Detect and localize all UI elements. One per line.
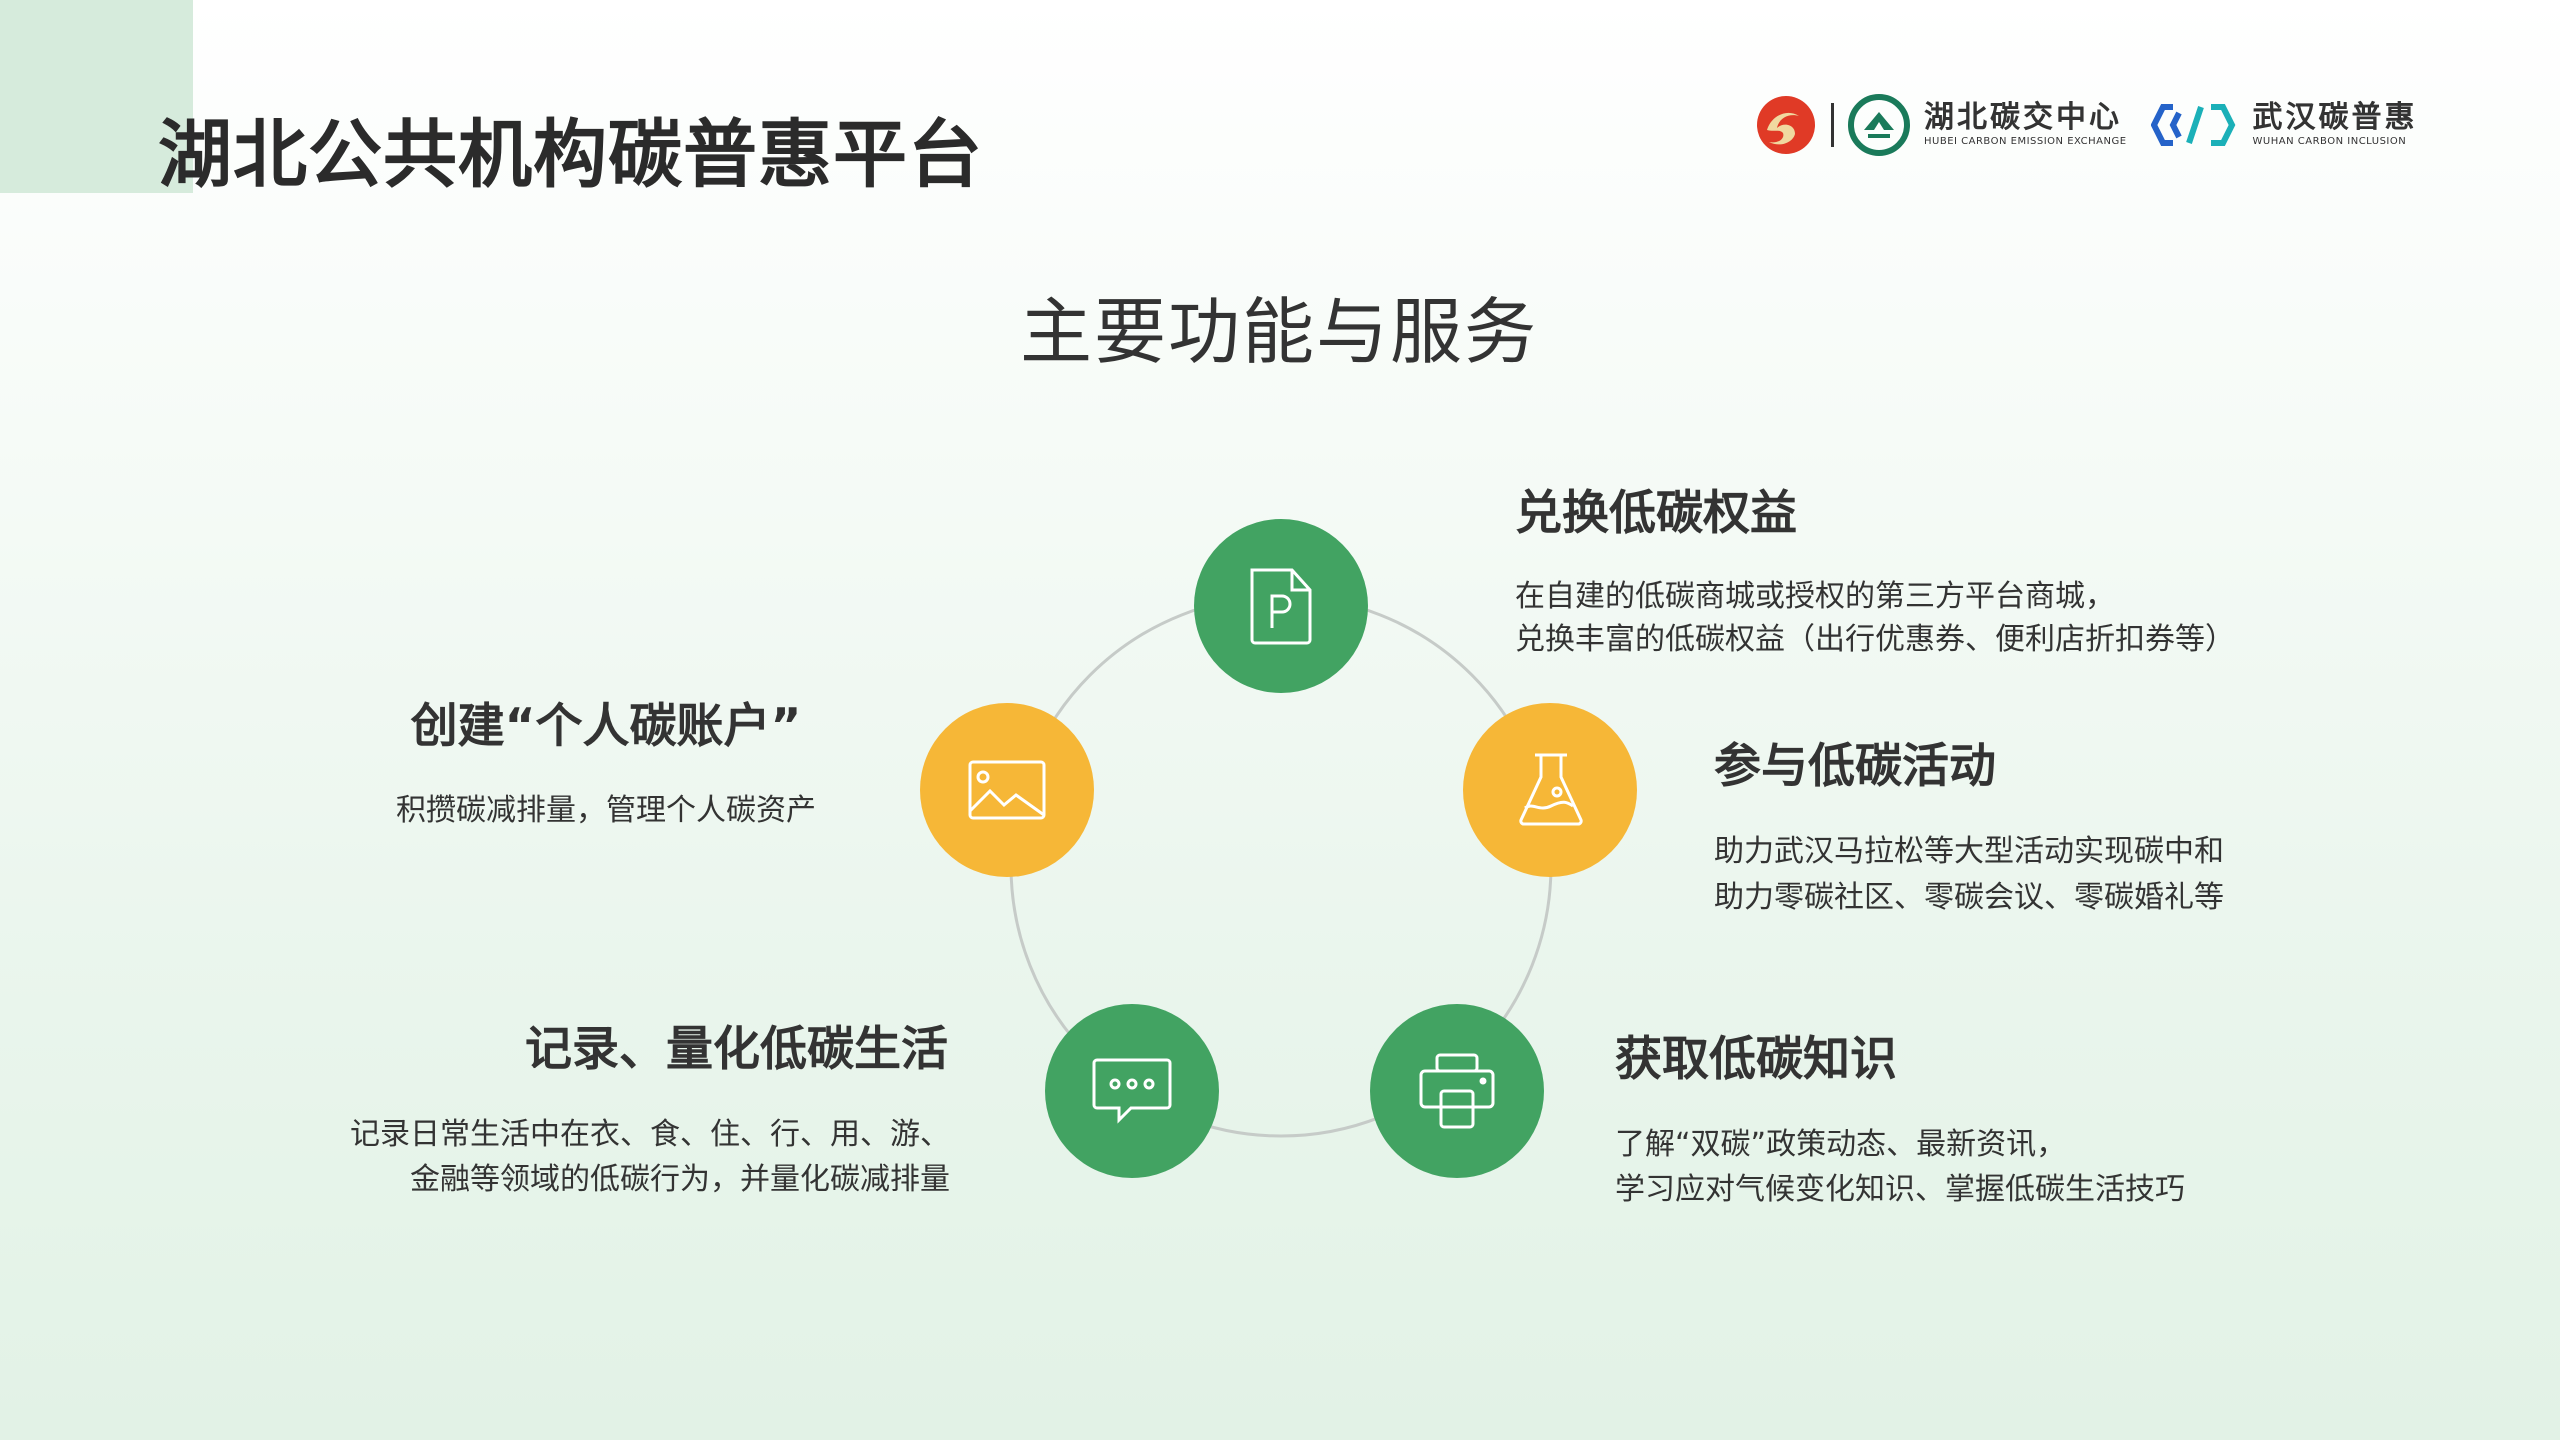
hubei-exchange-logo-text: 湖北碳交中心 HUBEI CARBON EMISSION EXCHANGE bbox=[1924, 103, 2127, 147]
page-title: 湖北公共机构碳普惠平台 bbox=[158, 112, 983, 198]
document-p-icon bbox=[1250, 568, 1312, 645]
feature-desc-exchange-2: 兑换丰富的低碳权益（出行优惠券、便利店折扣券等） bbox=[1515, 622, 2235, 657]
feature-node-activities[interactable] bbox=[1463, 703, 1637, 877]
feature-desc-record-1: 记录日常生活中在衣、食、住、行、用、游、 bbox=[350, 1117, 950, 1152]
feature-desc-record-2: 金融等领域的低碳行为，并量化碳减排量 bbox=[410, 1162, 950, 1197]
feature-desc-exchange-1: 在自建的低碳商城或授权的第三方平台商城， bbox=[1515, 579, 2115, 614]
feature-desc-activities-2: 助力零碳社区、零碳会议、零碳婚礼等 bbox=[1714, 880, 2224, 915]
feature-desc-knowledge-1: 了解“双碳”政策动态、最新资讯， bbox=[1615, 1127, 2067, 1162]
logo-divider bbox=[1831, 103, 1834, 147]
feature-node-account[interactable] bbox=[920, 703, 1094, 877]
feature-desc-account: 积攒碳减排量，管理个人碳资产 bbox=[396, 793, 816, 828]
feature-title-knowledge: 获取低碳知识 bbox=[1615, 1032, 1897, 1087]
wuhan-inclusion-en: WUHAN CARBON INCLUSION bbox=[2252, 136, 2407, 147]
feature-node-exchange[interactable] bbox=[1194, 519, 1368, 693]
wuhan-inclusion-name: 武汉碳普惠 bbox=[2252, 100, 2418, 135]
section-title: 主要功能与服务 bbox=[1019, 290, 1538, 374]
corner-decoration bbox=[0, 0, 193, 193]
flask-icon bbox=[1519, 753, 1583, 826]
feature-node-knowledge[interactable] bbox=[1370, 1004, 1544, 1178]
feature-node-record[interactable] bbox=[1045, 1004, 1219, 1178]
wuhan-inclusion-logo-icon bbox=[2150, 104, 2235, 146]
feature-title-activities: 参与低碳活动 bbox=[1714, 739, 1996, 794]
partner-logos: 湖北碳交中心 HUBEI CARBON EMISSION EXCHANGE 武汉… bbox=[1755, 80, 2418, 170]
image-icon bbox=[968, 760, 1046, 820]
feature-desc-activities-1: 助力武汉马拉松等大型活动实现碳中和 bbox=[1714, 834, 2224, 869]
feature-title-account: 创建“个人碳账户” bbox=[410, 699, 802, 754]
chat-icon bbox=[1092, 1058, 1172, 1124]
printer-icon bbox=[1419, 1053, 1495, 1129]
feature-desc-knowledge-2: 学习应对气候变化知识、掌握低碳生活技巧 bbox=[1615, 1172, 2185, 1207]
feature-title-exchange: 兑换低碳权益 bbox=[1515, 486, 1797, 541]
wuhan-inclusion-logo-text: 武汉碳普惠 WUHAN CARBON INCLUSION bbox=[2253, 103, 2418, 147]
hubei-exchange-en: HUBEI CARBON EMISSION EXCHANGE bbox=[1924, 136, 2127, 147]
hubei-exchange-logo-icon bbox=[1848, 94, 1910, 156]
emblem-logo-icon bbox=[1757, 96, 1815, 154]
hubei-exchange-name: 湖北碳交中心 bbox=[1924, 100, 2122, 135]
feature-title-record: 记录、量化低碳生活 bbox=[525, 1022, 948, 1077]
